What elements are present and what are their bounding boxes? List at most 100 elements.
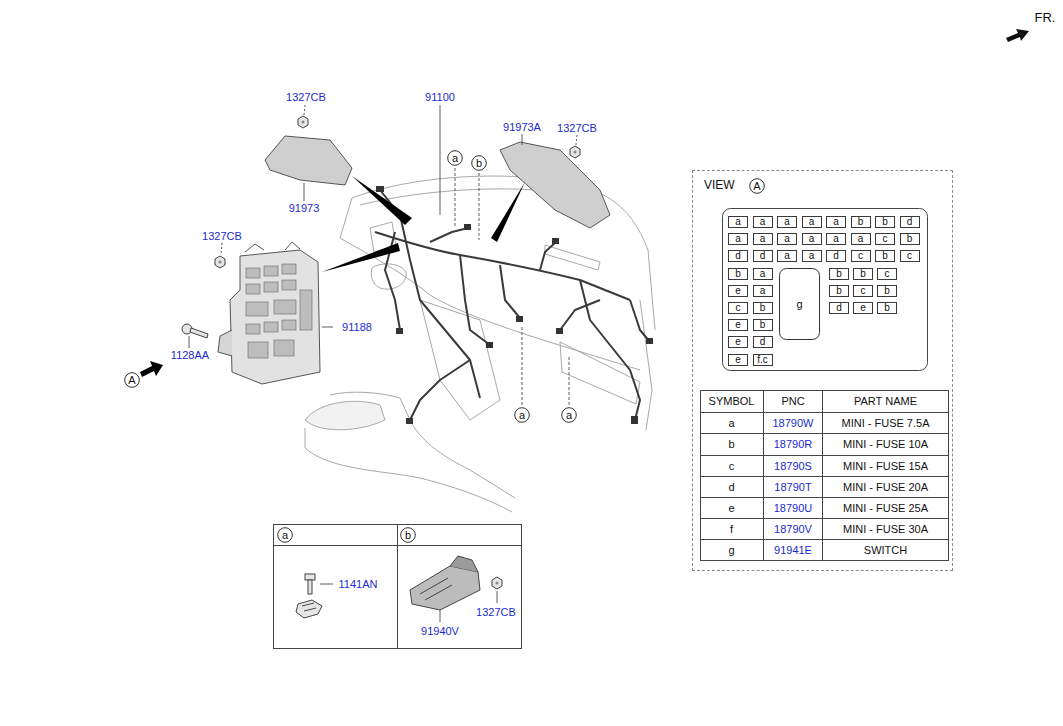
- fuse-slot: b: [875, 250, 895, 262]
- switch-outline: [780, 269, 820, 340]
- wiring-harness: [500, 265, 520, 318]
- leader-line: [440, 105, 441, 215]
- fuse-symbol: a: [809, 217, 815, 227]
- callout-circle: b: [471, 155, 487, 171]
- inset-frame: [397, 525, 398, 649]
- callout-letter: a: [452, 152, 458, 165]
- fuse-slot: a: [753, 233, 773, 245]
- fuse-symbol: b: [884, 303, 890, 313]
- table-cell: SYMBOL: [709, 395, 755, 408]
- fuse-symbol: d: [760, 337, 766, 347]
- junction-box: [246, 264, 312, 358]
- callout-outline: [472, 156, 487, 171]
- fuse-symbol: e: [860, 303, 866, 313]
- fuse-slot: c: [853, 285, 873, 297]
- junction-box: [264, 282, 278, 292]
- pointer-wedge: [322, 243, 400, 272]
- callout-circle: a: [514, 407, 530, 423]
- leader-line: [455, 168, 456, 226]
- fuse-symbol: a: [833, 234, 839, 244]
- fuse-slot: d: [900, 216, 920, 228]
- connector-blocks: [406, 418, 413, 424]
- table-cell: 18790S: [774, 460, 812, 473]
- nut: [215, 256, 225, 268]
- junction-box: [282, 280, 296, 290]
- fuse-symbol: a: [833, 217, 839, 227]
- fuse-symbol: a: [735, 234, 741, 244]
- fuse-symbol: a: [760, 286, 766, 296]
- wiring-harness: [375, 190, 650, 420]
- pointer-wedge: [322, 176, 525, 272]
- fuse-slot: b: [875, 216, 895, 228]
- fuse-slot: e: [728, 354, 748, 366]
- callout-outline: [562, 408, 577, 423]
- part-number: 1141AN: [339, 578, 378, 591]
- parts-table: [701, 413, 949, 540]
- fuse-slot: b: [753, 319, 773, 331]
- fuse-symbol: b: [882, 251, 888, 261]
- fuse-symbol: a: [809, 251, 815, 261]
- fuse-slot: d: [753, 250, 773, 262]
- callout-circle: a: [561, 407, 577, 423]
- parts-table: [701, 391, 949, 561]
- connector-blocks: [646, 338, 653, 344]
- part-number: 91100: [425, 91, 455, 104]
- dashboard: [640, 300, 652, 430]
- table-cell: MINI - FUSE 15A: [843, 460, 928, 473]
- fuse-symbol: a: [809, 234, 815, 244]
- junction-box: [282, 320, 296, 330]
- fuse-slot: a: [753, 268, 773, 280]
- dashboard: [305, 428, 512, 512]
- front-arrow: [1006, 29, 1029, 42]
- fuse-slot: d: [829, 302, 849, 314]
- connector-blocks: [631, 416, 638, 424]
- callout-letter: a: [566, 409, 572, 422]
- fuse-slot: b: [753, 302, 773, 314]
- nut-hole: [219, 121, 577, 585]
- junction-box: [246, 324, 260, 334]
- table-cell: b: [728, 438, 734, 451]
- connector-blocks: [464, 224, 471, 230]
- part-number: 91973: [289, 202, 320, 215]
- junction-box: [274, 300, 296, 314]
- table-cell: a: [728, 417, 734, 430]
- parts-table: [764, 391, 823, 561]
- table-cell: 18790U: [774, 502, 813, 515]
- fuse-symbol: c: [736, 303, 741, 313]
- fuse-symbol: b: [884, 286, 890, 296]
- fuse-symbol: a: [784, 234, 790, 244]
- wiring-harness: [400, 215, 480, 398]
- fuse-symbol: f.c: [757, 355, 768, 365]
- junction-box: [245, 244, 264, 252]
- junction-box: [246, 302, 268, 316]
- fuse-slot: c: [851, 250, 871, 262]
- table-cell: 18790T: [774, 481, 811, 494]
- part-number: 91188: [342, 321, 372, 334]
- fuse-slot: a: [753, 216, 773, 228]
- callout-circle: A: [749, 178, 765, 194]
- leader-line: [497, 591, 498, 603]
- fuse-slot: a: [826, 233, 846, 245]
- callout-outline: [448, 151, 463, 166]
- inset-frame: [274, 525, 522, 649]
- fuse-symbol: c: [858, 251, 863, 261]
- fuse-slot: a: [777, 216, 797, 228]
- nut-hole: [302, 121, 305, 124]
- fuse-slot: a: [802, 216, 822, 228]
- wiring-harness: [560, 300, 600, 330]
- fuse-symbol: a: [784, 217, 790, 227]
- leader-line: [221, 243, 222, 255]
- fuse-symbol: d: [760, 251, 766, 261]
- fuse-slot: e: [728, 319, 748, 331]
- part-number: 1128AA: [171, 349, 209, 362]
- fuse-symbol: b: [836, 286, 842, 296]
- bolt: [190, 328, 208, 338]
- relay: [410, 556, 480, 610]
- connector-blocks: [396, 328, 403, 334]
- fuse-symbol: e: [735, 337, 741, 347]
- fuse-slot: d: [753, 336, 773, 348]
- leader-line: [189, 105, 577, 622]
- fuse-symbol: c: [861, 286, 866, 296]
- fuse-symbol: a: [735, 217, 741, 227]
